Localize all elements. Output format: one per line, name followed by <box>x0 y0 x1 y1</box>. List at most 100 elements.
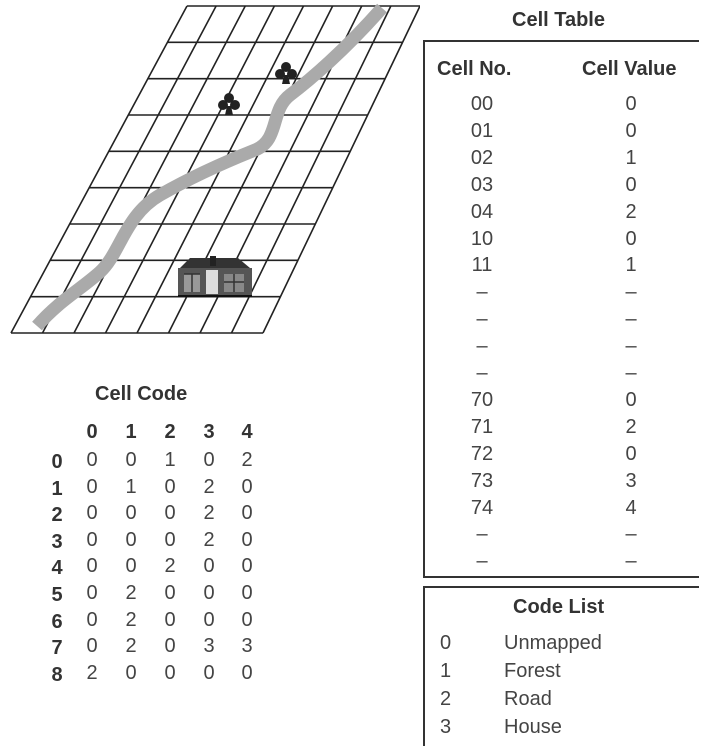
cell-code-value: 2 <box>125 582 137 604</box>
cell-table-cell-value: 0 <box>625 173 637 196</box>
cell-code-value: 2 <box>203 475 215 498</box>
raster-grid-illustration <box>10 3 420 334</box>
cell-code-value: 0 <box>125 502 137 525</box>
cell-table-cell-value: 4 <box>625 496 637 519</box>
cell-table-cell-no: 04 <box>470 200 494 223</box>
cell-code-value: 3 <box>241 635 253 658</box>
grid-line <box>104 5 276 334</box>
cell-table-cell-no: 00 <box>470 93 494 115</box>
cell-code-row-header: 3 <box>51 530 63 553</box>
cell-table-cell-no: 73 <box>470 469 494 492</box>
cell-code-row-header: 8 <box>51 663 63 686</box>
cell-code-value: 0 <box>164 635 176 658</box>
cell-code-value: 1 <box>164 449 176 471</box>
cell-code-value: 0 <box>164 528 176 551</box>
cell-code-column-header: 2 <box>164 421 176 443</box>
cell-code-value: 3 <box>203 635 215 658</box>
grid-line <box>73 5 246 334</box>
cell-table-cell-no: – <box>476 335 488 358</box>
cell-table-header-no: Cell No. <box>437 58 512 80</box>
cell-table-cell-no: – <box>476 550 488 573</box>
house-icon <box>178 256 252 297</box>
cell-code-value: 0 <box>125 661 137 684</box>
cell-code-value: 0 <box>241 555 253 578</box>
cell-table-cell-no: – <box>476 362 488 384</box>
cell-table-cell-value: 2 <box>625 200 637 223</box>
cell-code-value: 0 <box>164 475 176 498</box>
cell-table-cell-no: 72 <box>470 442 494 465</box>
cell-table-cell-value: – <box>625 308 637 331</box>
cell-code-value: 0 <box>125 555 137 578</box>
cell-code-column-header: 3 <box>203 421 215 443</box>
cell-table-cell-no: 02 <box>470 146 494 169</box>
cell-code-value: 2 <box>125 635 137 658</box>
cell-table-cell-value: – <box>625 281 637 304</box>
code-list-label: Unmapped <box>504 632 602 654</box>
cell-code-value: 0 <box>86 635 98 658</box>
cell-table-cell-value: – <box>625 335 637 358</box>
code-list-label: Forest <box>504 660 561 682</box>
grid-line <box>262 5 420 334</box>
cell-code-value: 0 <box>241 582 253 604</box>
cell-table-cell-value: 1 <box>625 146 637 169</box>
cell-table-cell-value: 0 <box>625 227 637 250</box>
code-list-title: Code List <box>513 596 605 618</box>
club-tree-icon <box>275 62 297 84</box>
code-list-code: 2 <box>440 688 452 710</box>
cell-code-value: 2 <box>125 608 137 631</box>
cell-code-value: 2 <box>203 528 215 551</box>
cell-code-value: 0 <box>164 582 176 604</box>
cell-code-row-header: 2 <box>51 504 63 527</box>
cell-code-title: Cell Code <box>95 383 188 405</box>
cell-code-value: 2 <box>164 555 176 578</box>
code-list-code: 1 <box>440 660 452 682</box>
cell-table-cell-value: 0 <box>625 119 637 142</box>
cell-code-value: 0 <box>164 661 176 684</box>
cell-table-cell-no: 10 <box>470 227 494 250</box>
cell-code-value: 2 <box>203 502 215 525</box>
cell-code-row-header: 0 <box>51 451 63 473</box>
cell-code-value: 0 <box>241 475 253 498</box>
club-tree-icon <box>218 93 240 115</box>
grid-line <box>230 5 392 334</box>
cell-code-column-header: 1 <box>125 421 137 443</box>
cell-code-value: 0 <box>203 555 215 578</box>
cell-code-value: 0 <box>203 449 215 471</box>
cell-table-cell-no: – <box>476 281 488 304</box>
cell-code-row-header: 6 <box>51 610 63 633</box>
cell-code-value: 0 <box>125 528 137 551</box>
cell-code-value: 0 <box>164 502 176 525</box>
cell-code-column-header: 4 <box>241 421 253 443</box>
cell-table-cell-no: 01 <box>470 119 494 142</box>
code-list-code: 0 <box>440 632 452 654</box>
road-path <box>32 3 387 331</box>
cell-table-cell-no: – <box>476 308 488 331</box>
cell-code-value: 0 <box>86 475 98 498</box>
cell-code-row-header: 5 <box>51 584 63 606</box>
cell-table-cell-no: 74 <box>470 496 494 519</box>
cell-table-cell-no: 70 <box>470 388 494 411</box>
cell-table-cell-value: – <box>625 362 637 384</box>
cell-code-value: 2 <box>241 449 253 471</box>
cell-table-cell-value: 2 <box>625 415 637 438</box>
cell-code-value: 0 <box>241 661 253 684</box>
cell-code-value: 1 <box>125 475 137 498</box>
cell-code-value: 0 <box>203 661 215 684</box>
cell-table-cell-no: 11 <box>471 254 493 277</box>
cell-table-cell-value: – <box>625 523 637 546</box>
cell-code-column-header: 0 <box>86 421 98 443</box>
cell-code-row-header: 7 <box>51 637 63 660</box>
cell-table-header-value: Cell Value <box>582 58 677 80</box>
cell-table-title: Cell Table <box>512 9 605 31</box>
cell-code-value: 0 <box>241 528 253 551</box>
cell-code-value: 0 <box>125 449 137 471</box>
cell-code-value: 0 <box>241 502 253 525</box>
cell-code-row-header: 1 <box>51 477 63 500</box>
cell-table-cell-no: 71 <box>470 415 494 438</box>
cell-table-cell-no: 03 <box>470 173 494 196</box>
cell-code-value: 0 <box>241 608 253 631</box>
code-list-label: Road <box>504 688 552 710</box>
cell-table-cell-no: – <box>476 523 488 546</box>
cell-code-value: 0 <box>203 608 215 631</box>
cell-table-cell-value: 1 <box>625 254 637 277</box>
